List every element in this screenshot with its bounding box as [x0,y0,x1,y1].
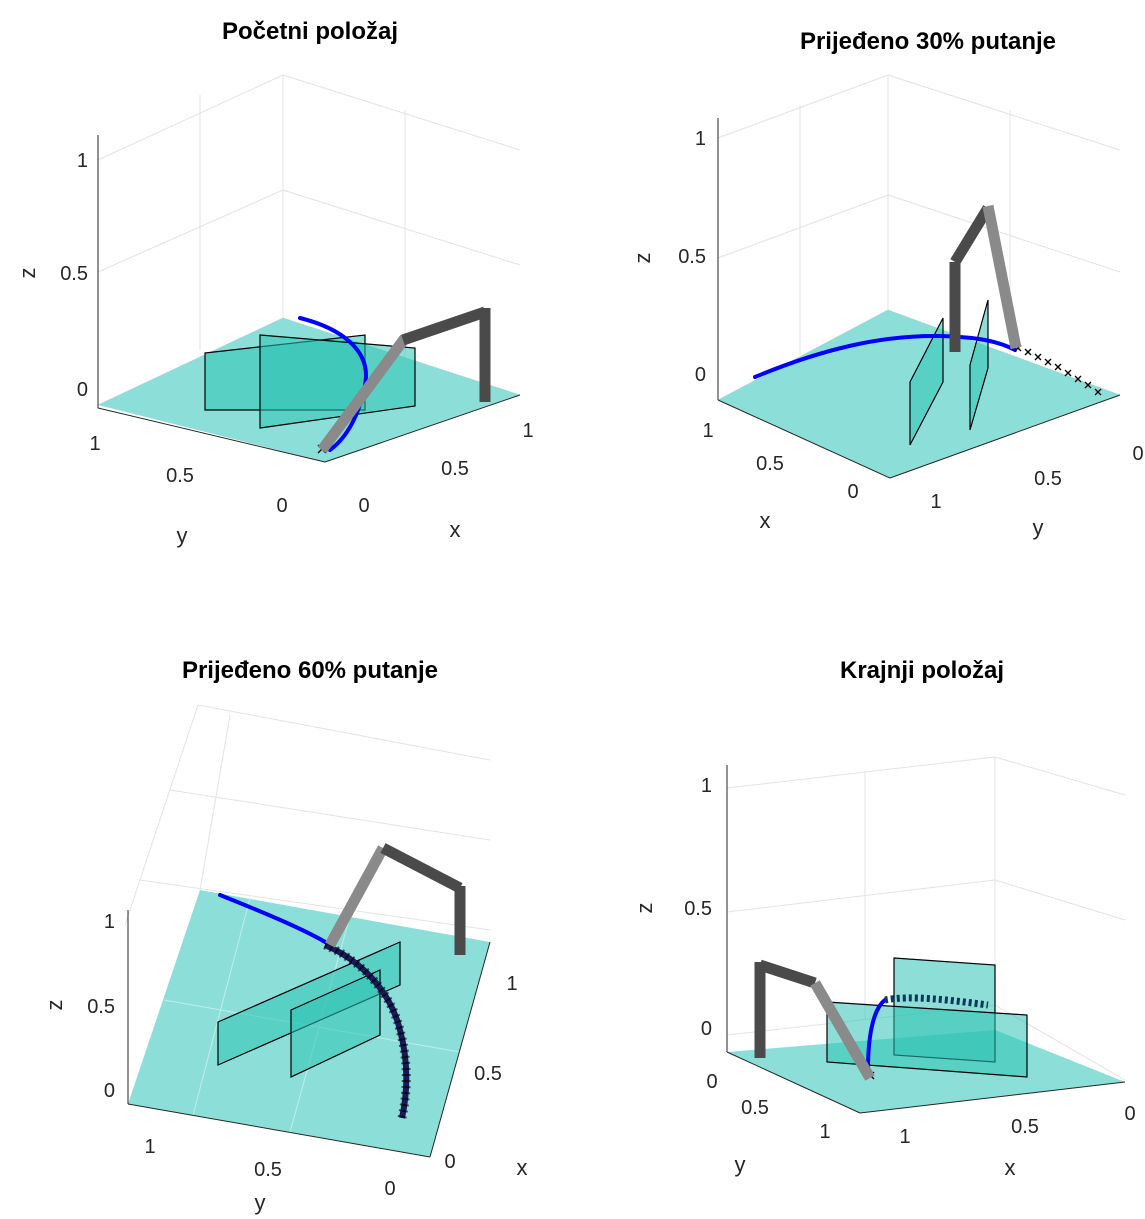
x-tick-label: 0 [1124,1103,1135,1125]
x-axis-label: x [517,1155,528,1180]
subplot-title: Početni položaj [222,18,398,45]
y-axis-label: y [177,523,188,548]
x-tick-label: 0.5 [1011,1116,1039,1138]
obstacle-plane [259,334,416,429]
y-tick-label: 0 [1132,443,1143,465]
obstacle-plane [290,969,381,1078]
y-tick-label: 0 [384,1178,395,1200]
x-tick-label: 1 [522,420,533,442]
z-tick-label: 0 [104,1080,115,1102]
y-tick-label: 1 [144,1136,155,1158]
z-axis-label: z [15,268,40,279]
trajectory [753,333,1017,379]
z-tick-label: 0.5 [678,246,706,268]
x-tick-label: 0.5 [441,458,469,480]
trajectory [218,893,332,947]
y-tick-label: 0.5 [254,1159,282,1181]
x-axis-label: x [1005,1155,1016,1180]
end-effector-markers [323,940,411,1119]
subplot-60-percent: Prijeđeno 60% putanje [42,657,528,1215]
z-axis-label: z [630,253,655,264]
z-tick-label: 0.5 [684,898,712,920]
subplot-title: Prijeđeno 60% putanje [182,657,438,684]
y-tick-label: 0.5 [1034,468,1062,490]
x-axis-label: x [760,508,771,533]
robot-arm [754,959,875,1081]
z-tick-label: 0 [701,1018,712,1040]
robot-arm [949,204,1022,352]
x-tick-label: 0.5 [756,453,784,475]
obstacle-plane [969,299,989,431]
axes-frame [717,118,1121,479]
robot-arm [317,306,491,454]
y-tick-label: 0.5 [741,1097,769,1119]
z-tick-label: 1 [695,128,706,150]
x-axis-label: x [450,517,461,542]
y-tick-label: 1 [930,491,941,513]
z-tick-label: 0.5 [60,263,88,285]
z-axis-label: z [632,903,657,914]
y-tick-label: 0.5 [166,465,194,487]
y-axis-label: y [255,1190,266,1215]
obstacle-plane [909,317,944,446]
x-tick-label: 0 [847,481,858,503]
subplot-title: Krajnji položaj [840,657,1004,684]
x-tick-label: 0 [358,495,369,517]
z-tick-label: 1 [701,775,712,797]
subplot-final-position: Krajnji položaj 1 0. [632,657,1136,1180]
y-tick-label: 1 [89,433,100,455]
y-tick-label: 0 [276,495,287,517]
x-tick-label: 0 [444,1151,455,1173]
subplot-30-percent: Prijeđeno 30% putanje [630,28,1144,540]
trajectory [866,998,887,1072]
axes-frame [97,135,521,463]
z-tick-label: 0 [77,379,88,401]
axes-frame [127,910,491,1158]
z-tick-label: 1 [104,911,115,933]
end-effector-markers [1014,344,1102,396]
y-axis-label: y [1033,515,1044,540]
z-tick-label: 0.5 [87,996,115,1018]
y-axis-label: y [735,1152,746,1177]
x-tick-label: 1 [506,973,517,995]
axes-frame [726,765,1126,1114]
obstacle-plane [826,1001,1028,1078]
subplot-title: Prijeđeno 30% putanje [800,28,1056,55]
y-tick-label: 1 [819,1121,830,1143]
robot-arm [325,843,466,955]
x-tick-label: 1 [702,420,713,442]
x-tick-label: 0.5 [474,1063,502,1085]
z-tick-label: 1 [77,150,88,172]
y-tick-label: 0 [706,1071,717,1093]
z-tick-label: 0 [695,364,706,386]
subplot-initial-position: Početni položaj 1 0.5 0 [15,18,534,548]
z-axis-label: z [42,1000,67,1011]
grid-lines [124,704,491,931]
x-tick-label: 1 [899,1126,910,1148]
